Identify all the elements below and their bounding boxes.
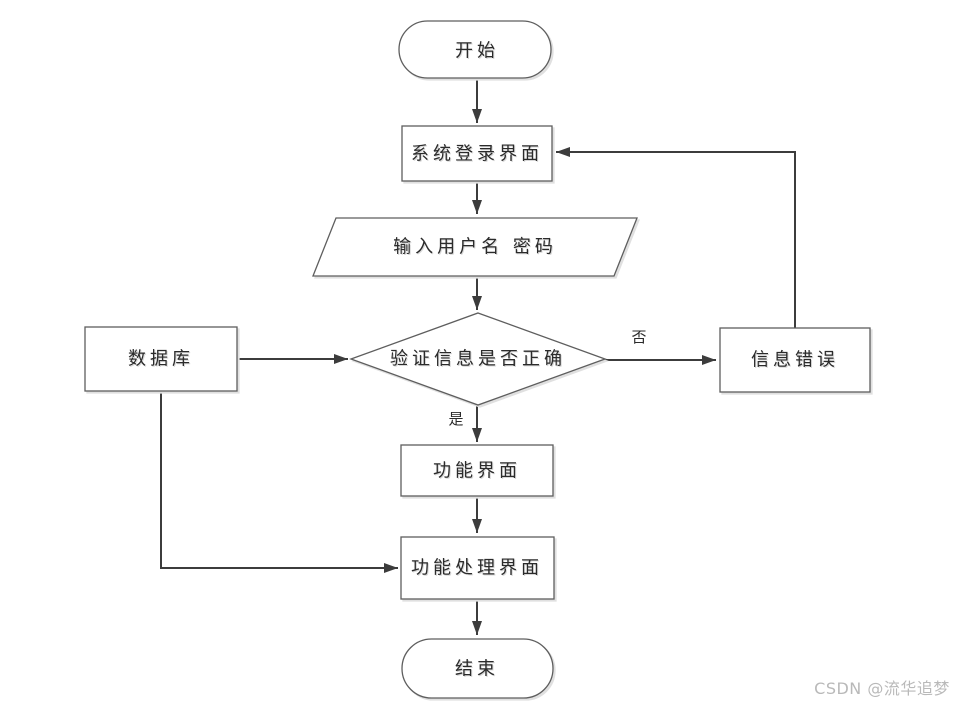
func-shape: [400, 444, 554, 497]
input-label: 输入用户名 密码: [393, 237, 557, 258]
verify-label: 验证信息是否正确: [390, 349, 566, 370]
node-input: 输入用户名 密码: [312, 217, 638, 277]
node-end: 结束: [401, 638, 554, 699]
node-start: 开始: [398, 20, 552, 79]
node-login: 系统登录界面: [401, 125, 553, 182]
input-shape: [312, 217, 638, 277]
proc-label: 功能处理界面: [411, 558, 543, 579]
edge-labels: 是 否: [448, 328, 646, 428]
end-shape: [401, 638, 554, 699]
end-label: 结束: [455, 659, 499, 680]
database-label: 数据库: [128, 349, 194, 370]
func-label: 功能界面: [433, 461, 521, 482]
error-shape: [719, 327, 871, 393]
node-error: 信息错误: [719, 327, 871, 393]
edge-error-to-login: [556, 147, 796, 328]
node-proc: 功能处理界面: [400, 536, 555, 600]
start-label: 开始: [455, 41, 499, 62]
login-label: 系统登录界面: [411, 144, 543, 165]
error-label: 信息错误: [751, 350, 839, 371]
proc-shape: [400, 536, 555, 600]
edges: [160, 79, 796, 635]
login-shape: [401, 125, 553, 182]
edge-label-no: 否: [631, 328, 646, 346]
watermark: CSDN @流华追梦: [814, 679, 950, 698]
node-database: 数据库: [84, 326, 238, 392]
start-shape: [398, 20, 552, 79]
nodes: 开始 系统登录界面 输入用户名 密码 验证信息是否正确 数据库 信息错误: [84, 20, 871, 699]
node-func: 功能界面: [400, 444, 554, 497]
database-shape: [84, 326, 238, 392]
edge-database-to-proc: [160, 391, 398, 573]
node-verify: 验证信息是否正确: [349, 312, 607, 406]
edge-label-yes: 是: [448, 410, 463, 428]
verify-shape: [349, 312, 607, 406]
